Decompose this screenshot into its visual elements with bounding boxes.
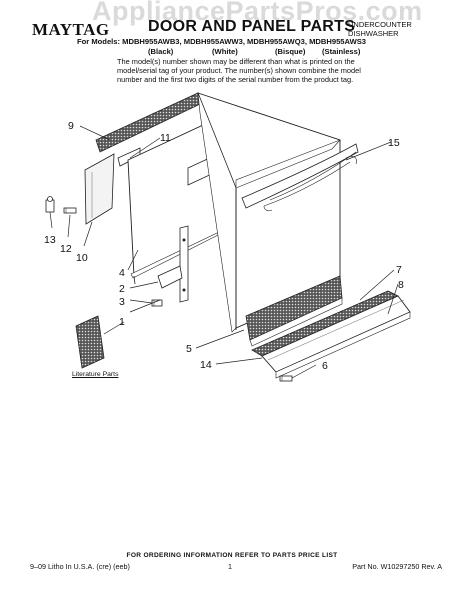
- color-black: (Black): [148, 47, 174, 56]
- callout-7: 7: [396, 264, 402, 276]
- callout-1: 1: [119, 316, 125, 328]
- models-line: For Models: MDBH955AWB3, MDBH955AWW3, MD…: [77, 37, 367, 46]
- callout-11: 11: [160, 132, 171, 144]
- part-8-kick-plate: [261, 295, 411, 379]
- callout-9: 9: [68, 120, 74, 132]
- part-1-literature: [75, 315, 105, 369]
- watermark-text: AppliancePartsPros.com: [92, 0, 423, 26]
- part-number: Part No. W10297250 Rev. A: [352, 562, 442, 571]
- callout-14: 14: [200, 359, 212, 371]
- product-type: UNDERCOUNTER DISHWASHER: [348, 20, 428, 38]
- callout-10: 10: [76, 252, 88, 264]
- ordering-info: FOR ORDERING INFORMATION REFER TO PARTS …: [126, 552, 338, 559]
- callout-15: 15: [388, 137, 400, 149]
- callout-13: 13: [44, 234, 56, 246]
- callout-12: 12: [60, 243, 72, 255]
- part-13-clip: [45, 196, 55, 213]
- door-outer-panel: [197, 92, 341, 333]
- part-14-toe-panel: [245, 275, 343, 347]
- product-type-line1: UNDERCOUNTER: [348, 20, 412, 29]
- callout-8: 8: [398, 279, 404, 291]
- part-3-hinge-bracket: [157, 225, 189, 303]
- part-15-handle: [241, 143, 359, 212]
- part-10-side-bracket: [84, 153, 115, 225]
- model-note: The model(s) number shown may be differe…: [117, 57, 361, 84]
- product-type-line2: DISHWASHER: [348, 29, 399, 38]
- brand-logo: MAYTAG: [32, 20, 110, 39]
- colors-row: (Black) (White) (Bisque) (Stainless): [0, 47, 464, 57]
- literature-parts-label: Literature Parts: [72, 371, 119, 378]
- page-number: 1: [228, 562, 232, 571]
- callout-5: 5: [186, 343, 192, 355]
- part-6-screw: [279, 375, 293, 382]
- callout-4: 4: [119, 267, 125, 279]
- leader-lines: [49, 125, 399, 379]
- callout-3: 3: [119, 296, 125, 308]
- callout-2: 2: [119, 283, 125, 295]
- part-12-screw: [63, 207, 77, 214]
- callout-6: 6: [322, 360, 328, 372]
- color-bisque: (Bisque): [275, 47, 306, 56]
- litho-info: 9–09 Litho In U.S.A. (cre) (eeb): [30, 562, 130, 571]
- color-white: (White): [212, 47, 238, 56]
- color-stainless: (Stainless): [322, 47, 361, 56]
- page-title: DOOR AND PANEL PARTS: [148, 18, 356, 35]
